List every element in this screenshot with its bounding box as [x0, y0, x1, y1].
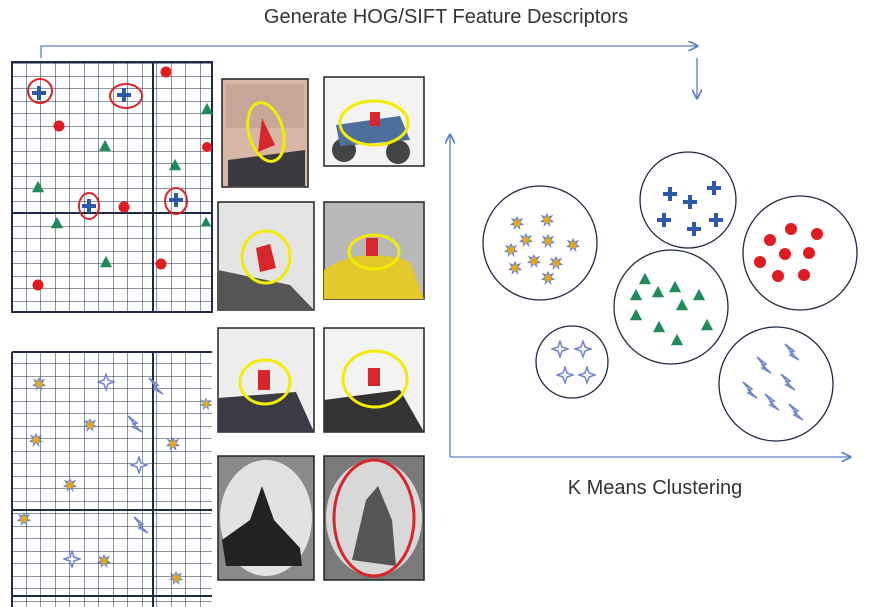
cluster-triangle [613, 249, 729, 365]
motorbike-image-icon [323, 201, 425, 300]
cluster-red-dot [742, 195, 858, 311]
red-dot-marker-icon [53, 120, 65, 132]
gradient-patch-image [323, 455, 425, 581]
motorbike-image-icon [217, 327, 315, 433]
flow-arrows [40, 46, 697, 98]
motorbike-image-icon [217, 201, 315, 311]
red-dot-marker-icon [202, 142, 212, 152]
bottom-feature-grid [11, 351, 213, 607]
image-patches [217, 76, 425, 581]
cluster-plus [639, 151, 737, 249]
clustering-axes [450, 135, 850, 457]
red-dot-marker-icon [118, 201, 130, 213]
motorbike-image-icon [323, 76, 425, 167]
red-dot-marker-icon [155, 258, 167, 270]
clustering-label: K Means Clustering [567, 477, 743, 499]
gradient-patch-image [217, 455, 315, 581]
top-feature-grid [11, 61, 214, 313]
motorbike-image-icon [323, 327, 425, 433]
cluster-lightning [718, 326, 834, 442]
red-dot-marker-icon [160, 66, 172, 78]
red-dot-marker-icon [32, 279, 44, 291]
diagram-title: Generate HOG/SIFT Feature Descriptors [263, 6, 629, 28]
cluster-blob [482, 185, 598, 301]
cluster-star [535, 325, 609, 399]
motorbike-image-icon [221, 78, 309, 188]
